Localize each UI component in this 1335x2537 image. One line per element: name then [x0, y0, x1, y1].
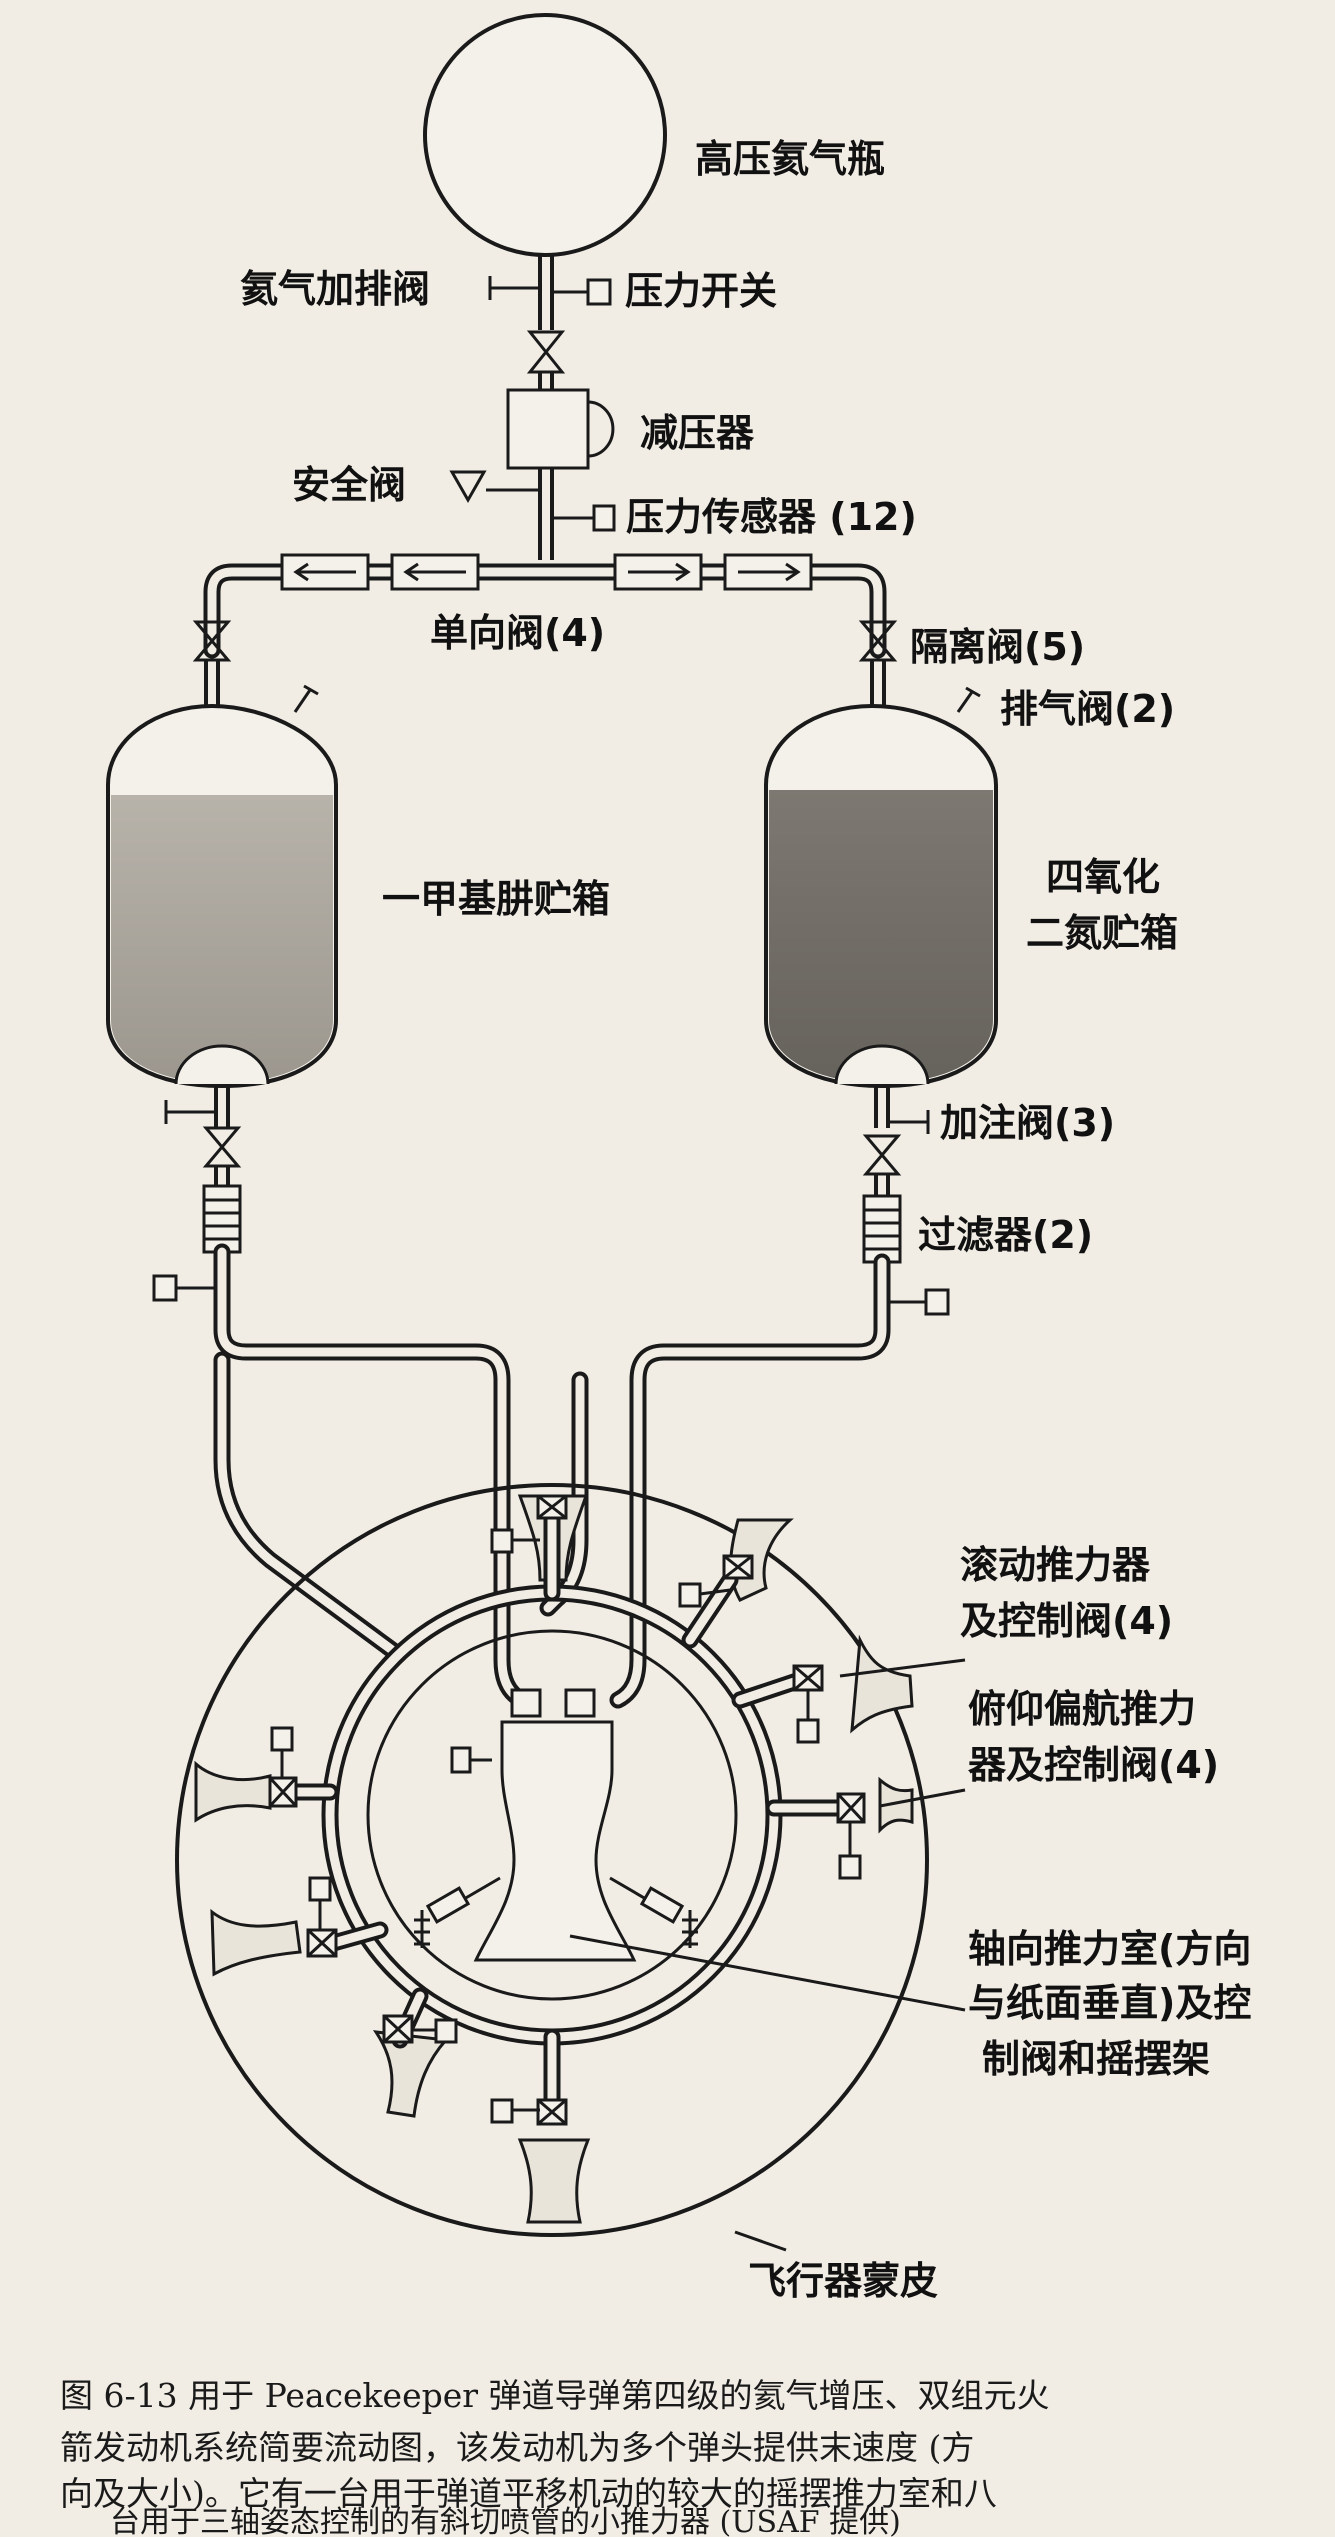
vehicle-skin-circle — [175, 1483, 929, 2237]
caption-line-3-visible: 向及大小)。它有一台用于弹道平移机动的较大的摇摆推力室和八 — [60, 2474, 997, 2513]
leader-lines — [569, 1658, 966, 2252]
label-vehicle-skin: 飞行器蒙皮 — [748, 2259, 938, 2303]
thruster-valve-icon — [536, 2098, 568, 2126]
thruster-valve-icon — [722, 1554, 754, 1580]
n2o4-outlet-valve-icon — [862, 1134, 902, 1176]
label-pitch-yaw-line1: 俯仰偏航推力 — [968, 1687, 1196, 1731]
isolation-valve-icon — [858, 620, 898, 662]
thruster-valve-icon — [268, 1776, 298, 1808]
label-filters: 过滤器(2) — [918, 1213, 1093, 1257]
label-check-valves: 单向阀(4) — [430, 611, 605, 655]
label-roll-thrusters-line2: 及控制阀(4) — [960, 1599, 1173, 1643]
helium-manifold — [203, 563, 887, 659]
caption-line-4: 台用于三轴姿态控制的有斜切喷管的小推力器 (USAF 提供) — [110, 2505, 901, 2537]
label-n2o4-tank-line1: 四氧化 — [1046, 855, 1160, 899]
relief-valve-icon — [449, 470, 540, 504]
mmh-tank — [106, 684, 338, 1089]
label-axial-chamber-line1: 轴向推力室(方向 — [968, 1927, 1251, 1971]
pressure-transducer-icon — [552, 504, 616, 532]
label-relief-valve: 安全阀 — [292, 463, 406, 507]
label-pressure-regulator: 减压器 — [640, 411, 755, 455]
filter-icon — [202, 1184, 242, 1254]
isolation-valve-icon — [192, 620, 232, 662]
label-axial-chamber-line3: 制阀和摇摆架 — [982, 2037, 1210, 2081]
thruster-valve-icon — [536, 1494, 568, 1520]
label-axial-chamber-line2: 与纸面垂直)及控 — [968, 1981, 1251, 2025]
label-helium-fill-vent-valve: 氦气加排阀 — [240, 267, 430, 311]
label-pitch-yaw-line2: 器及控制阀(4) — [968, 1743, 1219, 1787]
filter-icon — [862, 1194, 902, 1264]
label-isolation-valves: 隔离阀(5) — [910, 625, 1085, 669]
helium-bottle — [423, 13, 667, 257]
mmh-feed-line — [213, 1243, 531, 1709]
mmh-outlet-valve-icon — [202, 1126, 242, 1168]
thruster-valve-icon — [382, 2014, 414, 2044]
caption-line-2: 箭发动机系统简要流动图，该发动机为多个弹头提供末速度 (方 — [60, 2428, 974, 2467]
label-n2o4-tank-line2: 二氮贮箱 — [1026, 911, 1178, 955]
helium-line-top — [488, 255, 612, 330]
pressure-regulator-icon — [506, 388, 615, 470]
label-vent-valves: 排气阀(2) — [1000, 687, 1175, 731]
label-pressure-switch: 压力开关 — [625, 269, 777, 313]
check-valve-icon — [390, 553, 480, 591]
check-valve-icon — [723, 553, 813, 591]
check-valve-icon — [613, 553, 703, 591]
thruster-valve-icon — [836, 1792, 866, 1824]
thruster-valve-icon — [306, 1928, 338, 1958]
label-helium-bottle: 高压氦气瓶 — [695, 137, 885, 181]
n2o4-tank — [764, 686, 998, 1089]
label-pressure-transducer: 压力传感器 (12) — [626, 495, 917, 539]
thruster-valve-icon — [792, 1664, 824, 1692]
check-valve-icon — [280, 553, 370, 591]
label-mmh-tank: 一甲基肼贮箱 — [382, 877, 610, 921]
caption-line-1: 图 6-13 用于 Peacekeeper 弹道导弹第四级的氦气增压、双组元火 — [60, 2376, 1050, 2415]
thruster-sensor-icons — [270, 1528, 862, 2124]
helium-isolation-valve-icon — [526, 330, 566, 374]
label-roll-thrusters-line1: 滚动推力器 — [960, 1543, 1151, 1587]
label-fill-valves: 加注阀(3) — [940, 1101, 1115, 1145]
axial-thrust-chamber — [414, 1688, 698, 1962]
n2o4-feed-line — [609, 1253, 891, 1709]
